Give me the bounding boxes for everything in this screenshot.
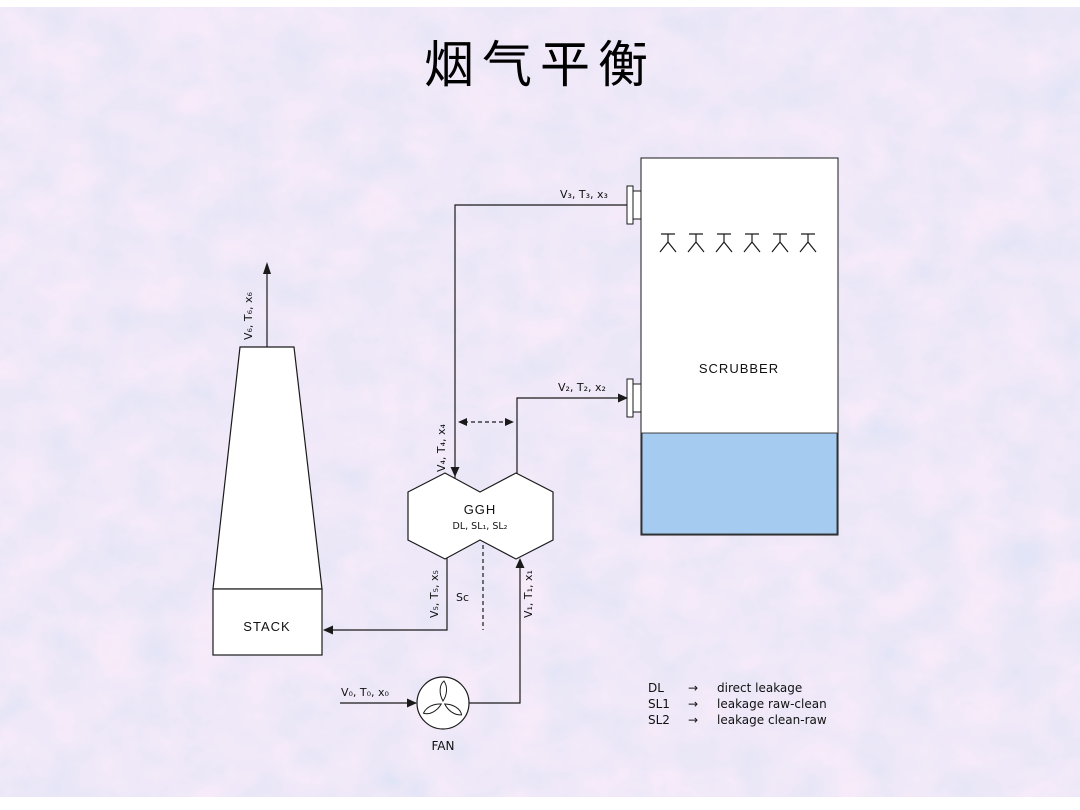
legend-arrow-icon: → [688,681,698,695]
arrow-v4-down-icon [450,467,460,477]
legend-meaning: direct leakage [717,681,802,695]
fan-label: FAN [432,739,455,753]
arrow-v1-up-icon [515,558,525,568]
arrow-v0-right-icon [407,698,417,708]
scrubber-mid-flange-inner [632,383,642,413]
fan-blades-icon [422,680,463,716]
legend-row-sl2: SL2 → leakage clean-raw [648,713,827,727]
legend: DL → direct leakage SL1 → leakage raw-cl… [648,681,827,727]
scrubber-label: SCRUBBER [699,361,779,376]
page-title: 烟气平衡 [424,36,656,94]
ggh-sublabel: DL, SL₁, SL₂ [453,521,508,532]
fan: FAN [416,676,470,753]
ggh-label: GGH [464,502,497,517]
ggh: GGH DL, SL₁, SL₂ [407,472,554,560]
legend-row-dl: DL → direct leakage [648,681,802,695]
legend-arrow-icon: → [688,697,698,711]
stack-base [212,588,323,656]
spray-nozzles-icon [659,233,817,253]
pipe-v1 [469,560,521,704]
ggh-body [407,472,554,560]
legend-row-sl1: SL1 → leakage raw-clean [648,697,827,711]
stream-label-v3: V₃, T₃, x₃ [560,188,608,201]
legend-abbr: SL2 [648,713,670,727]
stream-label-v0: V₀, T₀, x₀ [341,686,390,699]
pipe-v2 [516,397,627,474]
stream-label-v4: V₄, T₄, x₄ [435,423,448,472]
legend-abbr: DL [648,681,664,695]
piping [323,204,628,708]
legend-meaning: leakage raw-clean [717,697,827,711]
stack: STACK V₆, T₆, x₆ [212,262,323,656]
arrow-v5-left-icon [323,625,333,635]
scrubber-top-flange [626,185,634,225]
pipe-v5 [324,558,448,631]
bottom-white-band [0,797,1080,810]
stream-label-v5: V₅, T₅, x₅ [428,570,441,618]
stream-labels: V₃, T₃, x₃ V₂, T₂, x₂ V₄, T₄, x₄ V₅, T₅,… [341,188,608,699]
stack-label: STACK [243,619,290,634]
legend-meaning: leakage clean-raw [717,713,827,727]
stream-label-sc: Sc [456,591,469,604]
fan-circle [416,676,470,730]
legend-abbr: SL1 [648,697,670,711]
scrubber: SCRUBBER [626,157,839,536]
stream-label-v6: V₆, T₆, x₆ [242,291,255,340]
legend-arrow-icon: → [688,713,698,727]
leakage-arrow-left-icon [458,418,467,426]
stack-outlet-arrow-icon [263,262,271,274]
scrubber-liquid [641,432,838,535]
top-white-band [0,0,1080,7]
stream-label-v2: V₂, T₂, x₂ [558,381,606,394]
stream-label-v1: V₁, T₁, x₁ [522,570,535,618]
leakage-arrow-right-icon [505,418,514,426]
arrow-v2-right-icon [618,393,628,403]
scrubber-top-flange-inner [632,190,642,220]
pipe-v3 [454,204,627,478]
